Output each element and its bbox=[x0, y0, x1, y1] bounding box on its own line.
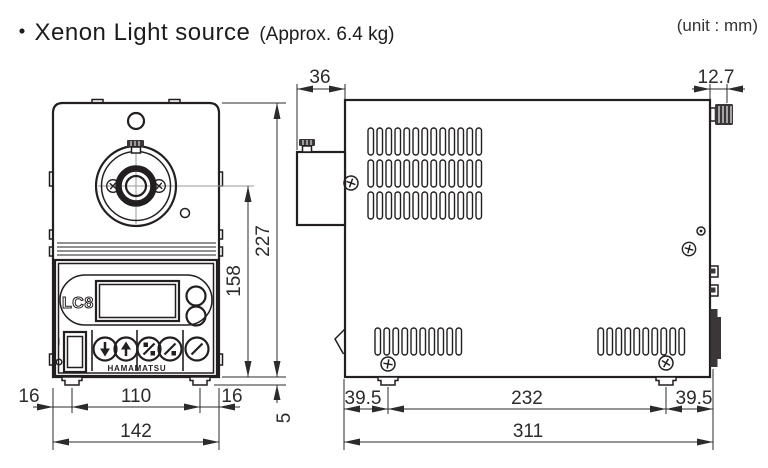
dim-overall-width: 142 bbox=[120, 421, 152, 442]
unit-note: (unit : mm) bbox=[676, 16, 758, 35]
dim-lens-center-height: 158 bbox=[224, 265, 245, 297]
lcd-display bbox=[94, 279, 181, 323]
dim-foot-pitch: 110 bbox=[121, 386, 151, 407]
page-title: ・Xenon Light source (Approx. 6.4 kg) bbox=[10, 12, 394, 47]
dim-right-foot-offset: 16 bbox=[221, 386, 242, 407]
dim-overall-height: 227 bbox=[253, 225, 274, 257]
down-button-icon bbox=[92, 336, 118, 362]
housing-thumbscrew-icon bbox=[299, 139, 315, 153]
front-view: LC8 bbox=[48, 98, 254, 386]
shutter-button-icon bbox=[136, 336, 162, 362]
control-panel: LC8 bbox=[53, 258, 219, 378]
shutter-button-icon bbox=[157, 336, 183, 362]
rear-connector-bar bbox=[710, 309, 718, 367]
dim-left-foot-offset: 16 bbox=[18, 386, 39, 407]
dim-front-foot-offset: 39.5 bbox=[345, 388, 382, 409]
side-view bbox=[295, 98, 733, 386]
dim-top-protrusion: 36 bbox=[309, 67, 330, 88]
title-text: ・Xenon Light source bbox=[10, 19, 251, 46]
top-hole bbox=[126, 111, 146, 131]
dim-rear-foot-offset: 39.5 bbox=[676, 388, 713, 409]
front-vent-lines bbox=[57, 242, 216, 256]
side-body bbox=[343, 98, 712, 379]
lens-aperture-ring bbox=[115, 165, 157, 207]
lens-housing bbox=[295, 150, 347, 227]
dim-foot-height: 5 bbox=[274, 413, 295, 424]
power-switch: I bbox=[55, 330, 88, 374]
panel-logo: LC8 bbox=[62, 295, 94, 312]
lens-assembly bbox=[94, 140, 254, 228]
cord-hook bbox=[334, 328, 346, 355]
side-foot bbox=[655, 376, 677, 386]
rear-panel-details bbox=[696, 226, 721, 367]
front-foot bbox=[189, 376, 211, 386]
rear-hole bbox=[696, 226, 706, 236]
display-bezel bbox=[59, 274, 213, 326]
lamp-off-button-icon bbox=[184, 336, 210, 362]
dim-side-foot-pitch: 232 bbox=[511, 388, 543, 409]
weight-note: (Approx. 6.4 kg) bbox=[259, 24, 395, 45]
dim-overall-depth: 311 bbox=[513, 421, 543, 442]
small-hole bbox=[179, 207, 191, 219]
power-on-mark: I bbox=[58, 337, 61, 348]
side-dimensions: 36 12.7 39.5 232 39.5 311 bbox=[296, 67, 745, 450]
front-foot bbox=[61, 376, 83, 386]
power-off-mark-icon bbox=[55, 358, 63, 366]
panel-knob bbox=[185, 305, 207, 327]
dim-rear-knob: 12.7 bbox=[698, 67, 735, 88]
rear-knob-icon bbox=[709, 104, 733, 125]
front-dimensions: 158 227 5 16 110 16 142 bbox=[18, 102, 295, 450]
lens-thumbscrew-icon bbox=[127, 140, 144, 154]
brand-wordmark: HAMAMATSU bbox=[107, 364, 166, 373]
side-foot bbox=[377, 376, 399, 386]
